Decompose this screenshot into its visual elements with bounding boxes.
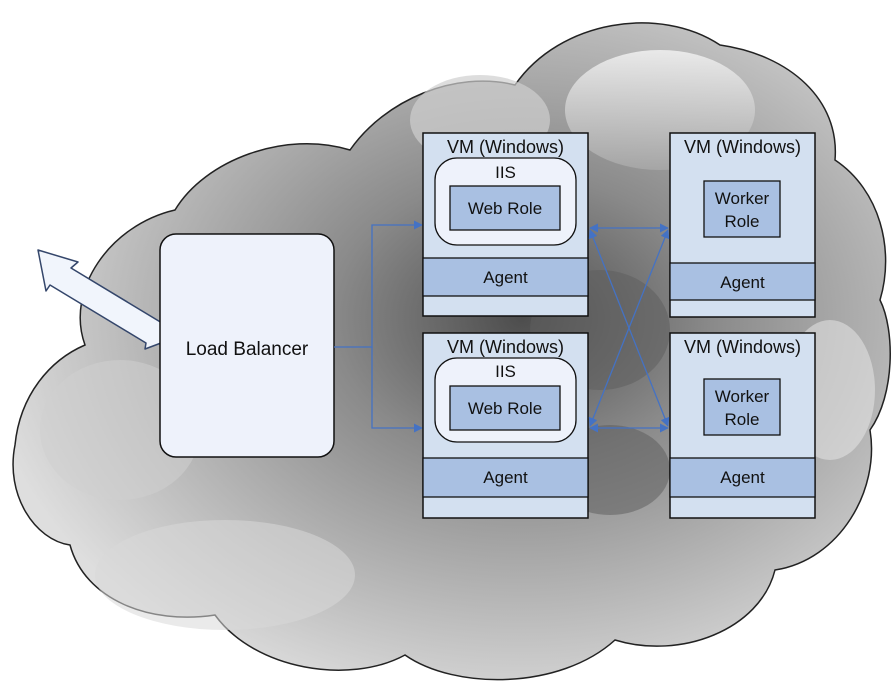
vm-web-role-1: VM (Windows) IIS Web Role Agent: [422, 132, 589, 317]
load-balancer-label: Load Balancer: [186, 339, 309, 360]
iis-label: IIS: [495, 362, 516, 381]
web-role-label: Web Role: [468, 199, 542, 218]
load-balancer-connectors: [334, 220, 423, 433]
vm-web-role-2: VM (Windows) IIS Web Role Agent: [422, 332, 589, 519]
cloud-highlight: [95, 520, 355, 630]
agent-box: [422, 257, 589, 297]
iis-label: IIS: [495, 163, 516, 182]
vm-worker-role-2: VM (Windows) Worker Role Agent: [669, 332, 816, 519]
connector-web2-worker1: [588, 229, 670, 427]
agent-label: Agent: [483, 468, 528, 487]
agent-box: [669, 457, 816, 498]
worker-role-label-line2: Role: [725, 410, 760, 429]
vm-title: VM (Windows): [447, 137, 564, 157]
load-balancer: Load Balancer: [159, 233, 335, 458]
web-role-label: Web Role: [468, 399, 542, 418]
agent-box: [422, 457, 589, 498]
vm-title: VM (Windows): [684, 137, 801, 157]
worker-role-label-line2: Role: [725, 212, 760, 231]
agent-box: [669, 262, 816, 301]
web-role-box: [449, 185, 561, 231]
worker-role-box: [703, 378, 781, 436]
agent-label: Agent: [483, 268, 528, 287]
connector-lb-to-web-role-2: [371, 347, 423, 433]
agent-label: Agent: [720, 273, 765, 292]
vm-title: VM (Windows): [447, 337, 564, 357]
agent-label: Agent: [720, 468, 765, 487]
worker-role-label-line1: Worker: [715, 189, 770, 208]
web-role-box: [449, 385, 561, 431]
vm-worker-role-1: VM (Windows) Worker Role Agent: [669, 132, 816, 318]
worker-role-label-line1: Worker: [715, 387, 770, 406]
role-connectors: [588, 223, 670, 433]
connector-lb-to-web-role-1: [334, 220, 423, 348]
worker-role-box: [703, 180, 781, 238]
vm-title: VM (Windows): [684, 337, 801, 357]
load-balancer-box: [159, 233, 335, 458]
